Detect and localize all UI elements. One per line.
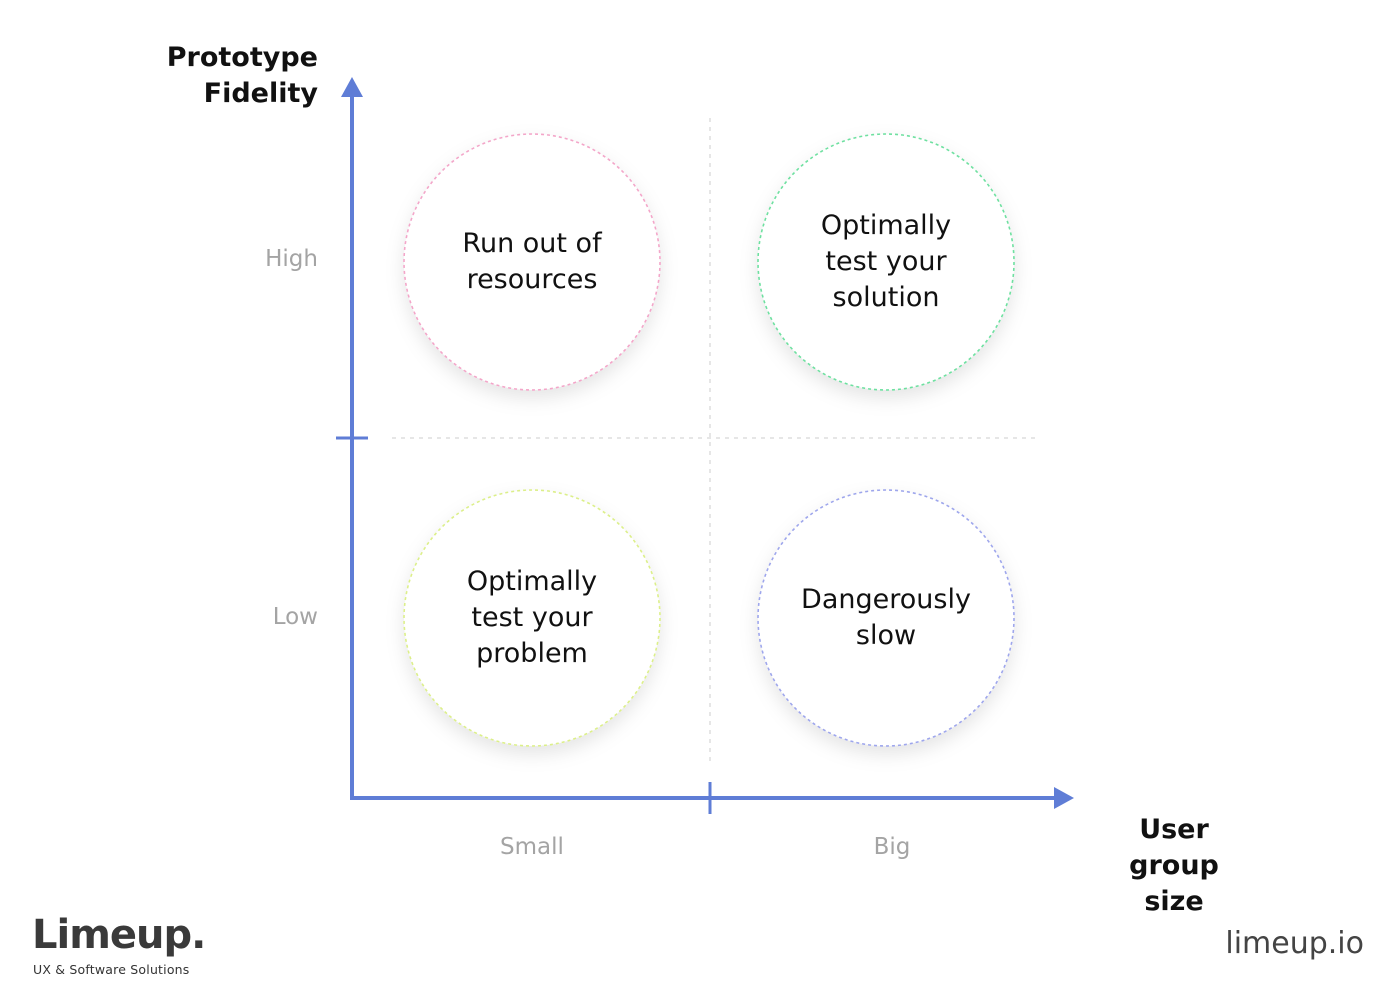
quadrant-circle-bottom-right [757,489,1015,747]
site-url: limeup.io [1225,926,1364,961]
quadrant-label-top-left: Run out of resources [462,228,602,295]
quadrant-label-top-right: Optimally test your solution [820,210,952,313]
quadrant-label-bottom-right: Dangerously slow [801,584,971,651]
brand-tagline: UX & Software Solutions [33,962,190,977]
brand-logo: Limeup. [32,912,206,958]
x-axis-title: User group size [1129,814,1219,917]
y-axis-arrow-icon [341,77,363,97]
x-tick-small: Small [500,834,564,860]
quadrant-circle-bottom-left [403,489,661,747]
quadrant-label-bottom-left: Optimally test your problem [466,566,598,669]
quadrant-circle-top-left [403,133,661,391]
x-axis-arrow-icon [1054,787,1074,809]
y-axis-title: Prototype Fidelity [166,42,318,109]
quadrant-circle-top-right [757,133,1015,391]
x-tick-big: Big [873,834,911,860]
y-tick-high: High [265,246,318,272]
y-tick-low: Low [272,604,318,630]
